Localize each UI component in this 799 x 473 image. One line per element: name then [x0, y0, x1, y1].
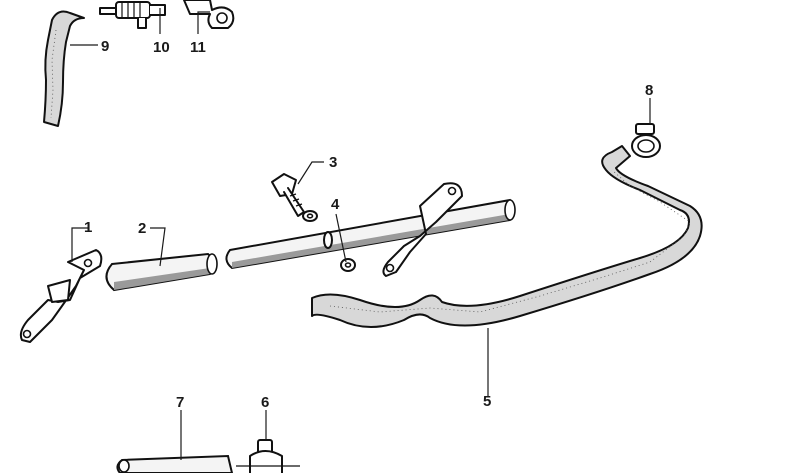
part-7-tube — [116, 454, 234, 473]
part-6-clamp — [236, 439, 300, 473]
main-tube — [225, 198, 516, 270]
callout-8: 8 — [645, 82, 653, 99]
callout-9: 9 — [101, 38, 109, 55]
callout-6: 6 — [261, 394, 269, 411]
callout-labels: 9 10 11 1 2 3 4 5 8 7 6 — [84, 38, 653, 411]
callout-2: 2 — [138, 220, 146, 237]
part-9-hose — [43, 10, 85, 127]
callout-10: 10 — [153, 39, 170, 56]
part-2-tube — [105, 252, 218, 292]
callout-5: 5 — [483, 393, 491, 410]
callout-11: 11 — [190, 39, 206, 56]
part-11-elbow — [183, 0, 235, 29]
part-1-bracket — [19, 249, 103, 343]
callout-3: 3 — [329, 154, 337, 171]
part-10-fitting — [99, 1, 166, 29]
callout-1: 1 — [84, 219, 92, 236]
part-4-washers — [302, 210, 356, 272]
leader-lines — [70, 8, 651, 460]
right-bracket — [382, 182, 463, 277]
part-3-bolt — [271, 173, 305, 217]
callout-4: 4 — [331, 196, 340, 213]
part-8-clamp — [631, 123, 661, 158]
callout-7: 7 — [176, 394, 184, 411]
part-5-hose — [311, 145, 703, 328]
